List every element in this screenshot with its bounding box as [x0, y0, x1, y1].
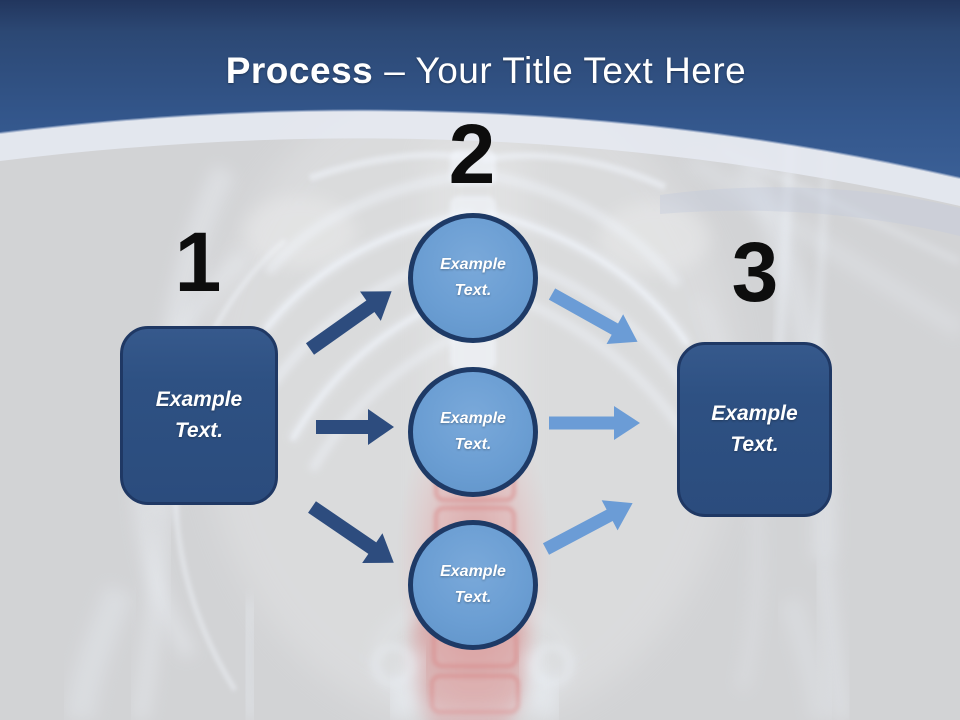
step-3-number: 3: [731, 225, 779, 319]
step-2-circle-bot-label: Example Text.: [440, 563, 506, 606]
step-1-number: 1: [174, 215, 222, 309]
step-2-circle-mid-label: Example Text.: [440, 410, 506, 453]
step-1-label: Example Text.: [155, 388, 243, 442]
step-1-box: Example Text.: [120, 326, 278, 505]
arrow-box1-to-circle-mid: [316, 409, 394, 445]
arrows-to-step3: [542, 288, 640, 555]
header-band: [0, 0, 960, 236]
header-under-band: [0, 110, 960, 206]
step-2-circle-top-label: Example Text.: [440, 256, 506, 299]
arrow-circle-top-to-box3: [548, 288, 638, 344]
title-keyword: Process: [225, 50, 374, 91]
step-2-circle-bot: Example Text.: [408, 520, 538, 650]
step-3-label: Example Text.: [711, 402, 798, 456]
arrow-box1-to-circle-bot: [308, 501, 394, 564]
arrow-circle-bot-to-box3: [542, 500, 633, 555]
step-2-circle-top: Example Text.: [408, 213, 538, 343]
arrow-box1-to-circle-top: [305, 291, 392, 355]
arrows-from-step1: [305, 291, 394, 564]
title-subtitle: – Your Title Text Here: [384, 50, 747, 91]
slide-title: Process– Your Title Text Here: [12, 50, 960, 92]
step-2-number: 2: [448, 107, 496, 201]
step-2-circle-mid: Example Text.: [408, 367, 538, 497]
arrow-circle-mid-to-box3: [549, 406, 640, 440]
step-3-box: Example Text.: [677, 342, 832, 517]
